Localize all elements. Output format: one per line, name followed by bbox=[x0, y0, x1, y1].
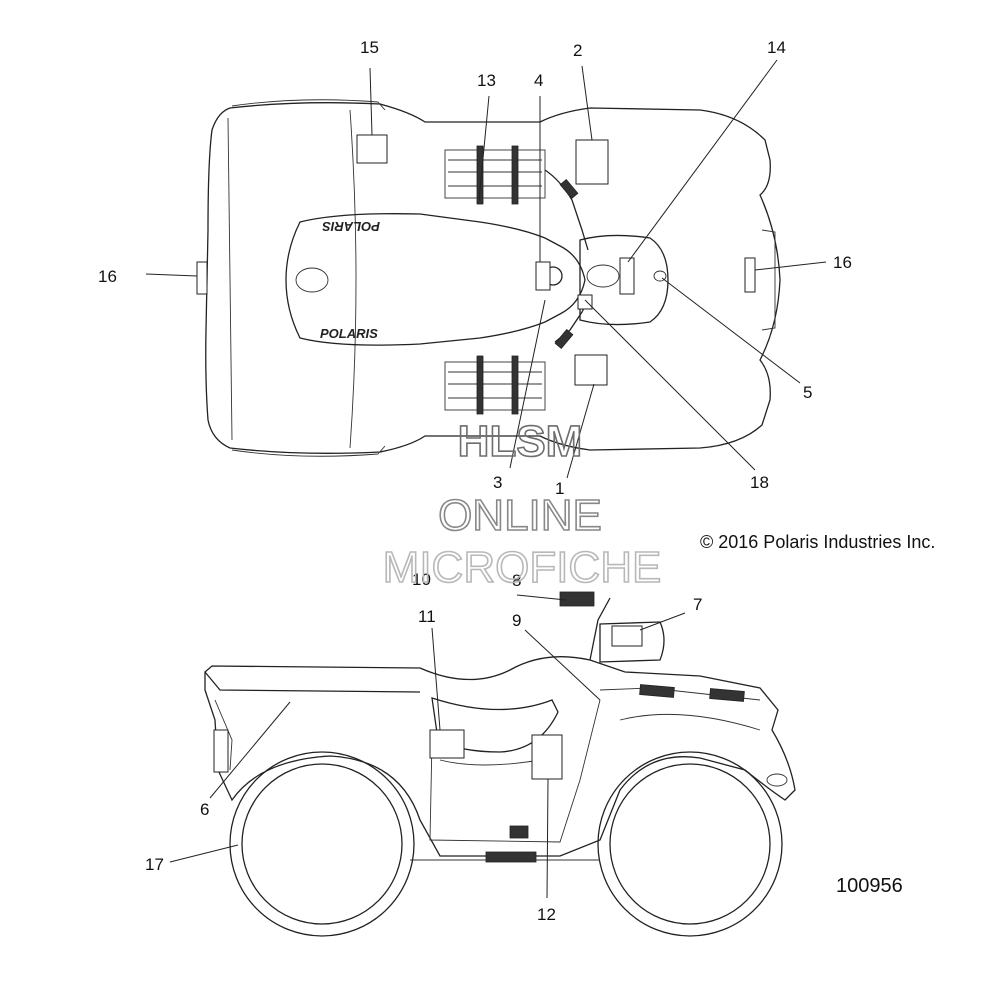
decal-14 bbox=[619, 257, 635, 295]
atv-top-view: POLARIS POLARIS bbox=[196, 99, 781, 457]
callout-10: 10 bbox=[412, 570, 431, 589]
callout-12: 12 bbox=[537, 905, 556, 924]
callout-8: 8 bbox=[512, 571, 521, 590]
callout-5: 5 bbox=[803, 383, 812, 402]
decal-18 bbox=[577, 294, 593, 310]
decal-11 bbox=[429, 729, 465, 759]
decal-15 bbox=[356, 134, 388, 164]
copyright-notice: © 2016 Polaris Industries Inc. bbox=[700, 532, 935, 552]
decal-1 bbox=[574, 354, 608, 386]
rear-wheel bbox=[229, 751, 415, 937]
callout-2: 2 bbox=[573, 41, 582, 60]
callout-13: 13 bbox=[477, 71, 496, 90]
decal-2 bbox=[575, 139, 609, 185]
callout-17: 17 bbox=[145, 855, 164, 874]
callout-11: 11 bbox=[418, 607, 436, 626]
watermark-line-1: HLSM bbox=[458, 417, 583, 466]
callout-15: 15 bbox=[360, 38, 379, 57]
decal-16-rear bbox=[196, 261, 208, 295]
leader-lines bbox=[145, 59, 827, 899]
callout-4: 4 bbox=[534, 71, 543, 90]
callout-16-left: 16 bbox=[98, 267, 117, 286]
watermark-line-3: MICROFICHE bbox=[383, 543, 662, 592]
decal-16-front bbox=[744, 257, 756, 293]
callout-1: 1 bbox=[555, 479, 564, 498]
footrest-upper bbox=[444, 145, 546, 205]
watermark-line-2: ONLINE bbox=[438, 491, 602, 540]
callout-16-right: 16 bbox=[833, 253, 852, 272]
callout-14: 14 bbox=[767, 38, 786, 57]
callout-7: 7 bbox=[693, 595, 702, 614]
atv-side-view bbox=[204, 591, 796, 937]
callout-18: 18 bbox=[750, 473, 769, 492]
callout-3: 3 bbox=[493, 473, 502, 492]
seat-brand-decal-bottom: POLARIS bbox=[320, 326, 378, 341]
watermark: HLSM ONLINE MICROFICHE bbox=[382, 416, 662, 593]
callout-numbers: 15 2 14 13 4 16 16 5 18 3 1 10 8 7 9 11 … bbox=[98, 38, 852, 924]
seat-brand-decal-top: POLARIS bbox=[322, 219, 380, 234]
callout-9: 9 bbox=[512, 611, 521, 630]
decal-12 bbox=[531, 734, 563, 780]
decal-6 bbox=[213, 729, 229, 773]
handlebar-grip bbox=[559, 591, 595, 607]
figure-number: 100956 bbox=[836, 875, 903, 897]
footrest-lower bbox=[444, 355, 546, 415]
front-wheel bbox=[597, 751, 783, 937]
callout-6: 6 bbox=[200, 800, 209, 819]
decal-7 bbox=[611, 625, 643, 647]
